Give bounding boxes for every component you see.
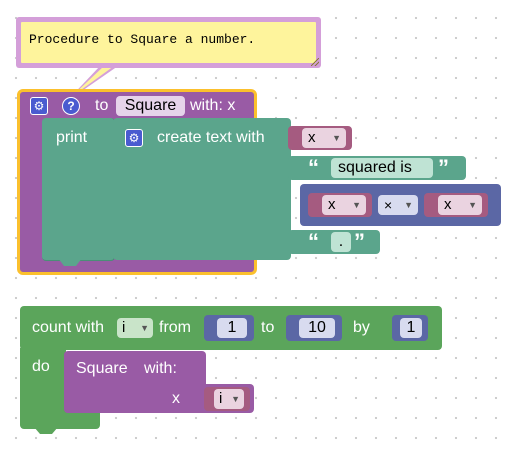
variable-name: x — [308, 129, 316, 146]
number-block-by[interactable]: 1 — [392, 315, 428, 341]
dropdown-arrow-icon: ▼ — [468, 200, 477, 210]
procedure-name-field[interactable]: Square — [116, 96, 185, 116]
by-value-field[interactable]: 1 — [400, 318, 422, 338]
print-block[interactable]: print — [42, 118, 115, 261]
dropdown-arrow-icon: ▼ — [140, 323, 149, 333]
math-operator-dropdown[interactable]: × ▼ — [378, 195, 418, 215]
open-quote-icon: “ — [308, 229, 319, 254]
open-quote-icon: “ — [308, 155, 319, 180]
text-block-period[interactable]: “ . ” — [288, 230, 380, 254]
operator-symbol: × — [384, 197, 393, 213]
loop-block-notch — [34, 427, 58, 434]
dropdown-arrow-icon: ▼ — [352, 200, 361, 210]
variable-block-x-left[interactable]: x ▼ — [308, 193, 372, 217]
text-field-period[interactable]: . — [331, 232, 351, 252]
gear-icon[interactable]: ⚙ — [30, 97, 48, 115]
close-quote-icon: ” — [438, 155, 449, 180]
by-label: by — [353, 319, 370, 336]
comment-resize-handle[interactable] — [311, 58, 319, 66]
count-loop-block[interactable]: count with i ▼ from 1 to 10 by 1 — [20, 306, 442, 350]
gear-icon[interactable]: ⚙ — [125, 129, 143, 147]
from-label: from — [159, 319, 191, 336]
variable-name: x — [444, 196, 452, 213]
variable-block-i[interactable]: i ▼ — [204, 387, 250, 411]
procedure-call-arg-row[interactable]: x i ▼ — [64, 384, 254, 413]
print-block-notch — [58, 258, 82, 266]
variable-block-x[interactable]: x ▼ — [288, 126, 352, 150]
question-icon[interactable]: ? — [62, 97, 80, 115]
procedure-to-label: to — [95, 97, 109, 114]
dropdown-arrow-icon: ▼ — [231, 394, 240, 404]
count-with-label: count with — [32, 319, 105, 336]
variable-dropdown-x[interactable]: x ▼ — [302, 128, 346, 148]
create-text-block[interactable]: ⚙ create text with — [113, 118, 291, 260]
variable-dropdown-x-right[interactable]: x ▼ — [438, 195, 482, 215]
loop-variable-name: i — [122, 319, 126, 336]
call-name-label: Square — [76, 360, 128, 377]
procedure-params-label: with: x — [190, 97, 236, 114]
do-label: do — [32, 358, 50, 375]
call-param-label: x — [172, 390, 180, 407]
dropdown-arrow-icon: ▼ — [332, 133, 341, 143]
text-block-squared-is[interactable]: “ squared is ” — [288, 156, 466, 180]
loop-foot[interactable] — [20, 412, 100, 429]
call-with-label: with: — [144, 360, 177, 377]
create-text-label: create text with — [157, 129, 265, 146]
print-label: print — [56, 129, 88, 146]
number-block-from[interactable]: 1 — [204, 315, 254, 341]
loop-variable-dropdown[interactable]: i ▼ — [117, 318, 153, 338]
to-value-field[interactable]: 10 — [299, 318, 335, 338]
math-multiply-block[interactable]: x ▼ × ▼ x ▼ — [300, 184, 501, 226]
close-quote-icon: ” — [354, 229, 365, 254]
dropdown-arrow-icon: ▼ — [404, 200, 413, 210]
from-value-field[interactable]: 1 — [217, 318, 247, 338]
to-label: to — [261, 319, 275, 336]
variable-block-x-right[interactable]: x ▼ — [424, 193, 488, 217]
comment-text[interactable]: Procedure to Square a number. — [29, 32, 256, 47]
comment-bubble[interactable]: Procedure to Square a number. — [16, 17, 321, 68]
variable-name: i — [219, 390, 223, 407]
variable-dropdown-x-left[interactable]: x ▼ — [322, 195, 366, 215]
text-field-squared-is[interactable]: squared is — [331, 158, 433, 178]
variable-name: x — [328, 196, 336, 213]
variable-dropdown-i[interactable]: i ▼ — [214, 389, 244, 409]
comment-body[interactable]: Procedure to Square a number. — [21, 22, 316, 63]
number-block-to[interactable]: 10 — [286, 315, 342, 341]
